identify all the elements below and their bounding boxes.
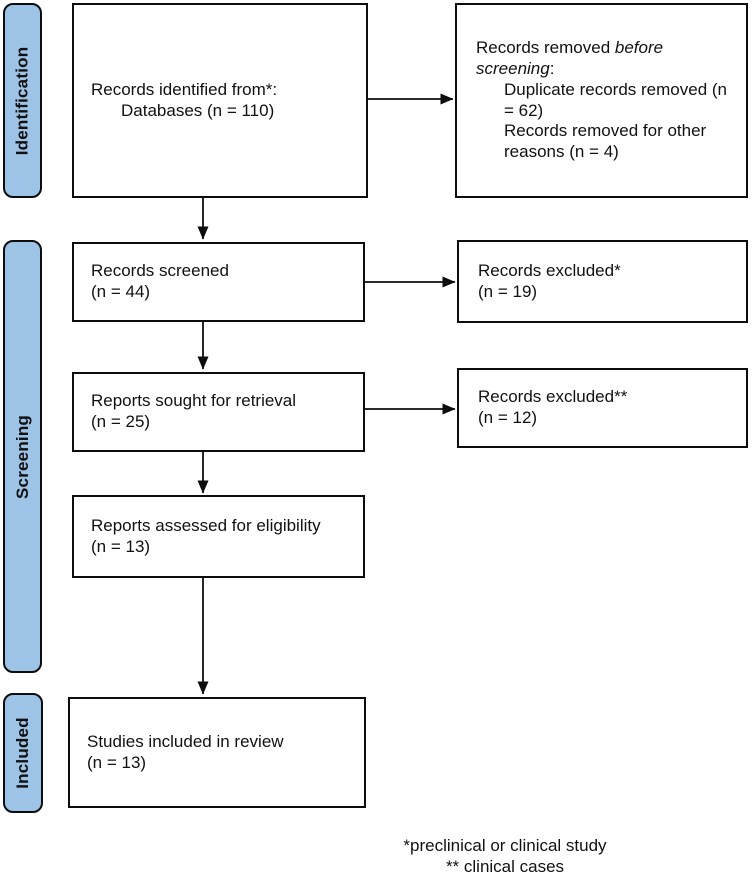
footnote-line1: *preclinical or clinical study (403, 836, 607, 855)
box-records-screened: Records screened (n = 44) (72, 242, 365, 322)
stage-label-included: Included (13, 717, 32, 789)
box-reports-assessed: Reports assessed for eligibility (n = 13… (72, 495, 365, 578)
stage-label-screening: Screening (12, 414, 32, 499)
records-identified-line2: Databases (n = 110) (121, 100, 275, 120)
stage-bar-included: Included (3, 693, 43, 813)
records-excluded-1-line2: (n = 19) (478, 281, 538, 301)
records-excluded-2-line2: (n = 12) (478, 408, 538, 427)
box-records-excluded-2: Records excluded** (n = 12) (457, 368, 748, 448)
records-removed-intro-italic: before screening (476, 38, 664, 79)
records-removed-intro-plain: Records removed (476, 38, 615, 58)
box-records-identified: Records identified from*: Databases (n =… (72, 3, 368, 198)
stage-label-identification: Identification (12, 46, 32, 155)
footnote-line2: ** clinical cases (445, 856, 565, 876)
studies-included-line1: Studies included in review (87, 731, 284, 751)
reports-sought-line2: (n = 25) (91, 412, 151, 431)
records-removed-item2: Records removed for other reasons (n = 4… (504, 121, 707, 161)
records-excluded-1-line1: Records excluded* (478, 260, 621, 280)
records-screened-line2: (n = 44) (91, 282, 151, 301)
records-excluded-2-line1: Records excluded** (478, 387, 628, 407)
reports-sought-line1: Reports sought for retrieval (91, 391, 297, 411)
studies-included-line2: (n = 13) (87, 752, 147, 772)
box-records-removed: Records removed before screening: Duplic… (455, 3, 748, 198)
footnotes: *preclinical or clinical study ** clinic… (320, 836, 690, 877)
records-removed-intro-suffix: : (549, 59, 555, 79)
box-studies-included: Studies included in review (n = 13) (68, 697, 366, 808)
stage-bar-screening: Screening (3, 240, 42, 673)
records-identified-line1: Records identified from*: (91, 79, 278, 99)
records-screened-line1: Records screened (91, 261, 229, 281)
records-removed-item1: Duplicate records removed (n = 62) (504, 79, 727, 120)
records-removed-intro: Records removed before screening: (476, 38, 732, 79)
stage-bar-identification: Identification (3, 3, 42, 198)
reports-assessed-line1: Reports assessed for eligibility (91, 515, 321, 535)
box-records-excluded-1: Records excluded* (n = 19) (457, 240, 748, 323)
box-reports-sought: Reports sought for retrieval (n = 25) (72, 372, 365, 452)
reports-assessed-line2: (n = 13) (91, 536, 151, 556)
